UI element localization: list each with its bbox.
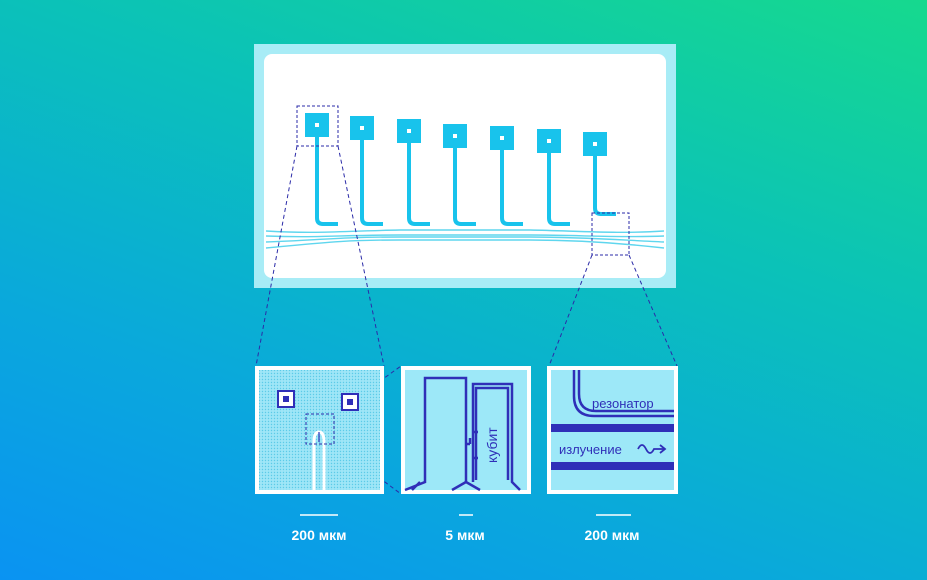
qubit-array <box>305 113 616 226</box>
zoom-lines <box>255 145 678 495</box>
qubit-2 <box>350 116 383 226</box>
qubit-label: кубит <box>484 427 500 463</box>
resonator-label: резонатор <box>592 396 654 411</box>
resonator-line <box>572 370 674 418</box>
qubit-6 <box>537 129 570 226</box>
zoom-box-junction <box>305 413 335 445</box>
feedline-top <box>551 424 674 432</box>
scale-label-2: 5 мкм <box>445 527 485 543</box>
qubit-7 <box>583 132 616 216</box>
qubit-1 <box>305 113 338 226</box>
chip-surface <box>264 54 666 278</box>
panel-1-substrate <box>259 370 380 490</box>
feedline <box>265 229 665 249</box>
qubit-5 <box>490 126 523 226</box>
scale-label-3: 200 мкм <box>584 527 640 543</box>
panel-qubit-zoom <box>255 366 384 494</box>
scale-label-1: 200 мкм <box>291 527 347 543</box>
qubit-circuit <box>404 376 521 492</box>
chip <box>254 44 676 288</box>
panel-qubit: кубит <box>401 366 531 494</box>
emission-label: излучение <box>559 442 622 457</box>
panel-resonator: резонатор излучение <box>547 366 678 494</box>
zoom-box-left <box>296 105 339 147</box>
zoom-box-right <box>591 212 630 256</box>
qubit-3 <box>397 119 430 226</box>
wave-arrow-icon <box>637 444 664 454</box>
feedline-bottom <box>551 462 674 470</box>
qubit-4 <box>443 124 476 226</box>
